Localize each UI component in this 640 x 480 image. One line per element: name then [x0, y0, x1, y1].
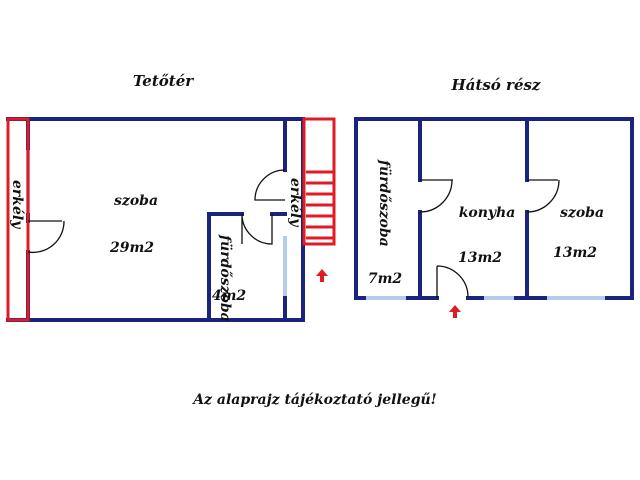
- back-entrance-door: [436, 265, 469, 298]
- attic-bath-door: [241, 213, 273, 245]
- kitchen-name: konyha: [459, 205, 516, 221]
- balcony-left-label: erkély: [9, 180, 25, 229]
- attic-bath-area: 4m2: [212, 288, 247, 304]
- back-room-name: szoba: [560, 205, 604, 221]
- staircase: [306, 170, 334, 240]
- back-bath-area: 7m2: [368, 271, 403, 287]
- kitchen-area: 13m2: [458, 250, 502, 266]
- attic-bath-name: fürdőszoba: [217, 234, 233, 322]
- back-room-door: [526, 179, 560, 213]
- attic-right-balcony-door: [254, 169, 286, 201]
- back-bath-door: [419, 179, 453, 213]
- attic-room-name: szoba: [114, 193, 158, 209]
- up-arrow-icon: [316, 269, 328, 282]
- attic-plan: szoba 29m2 fürdőszoba 4m2 erkély erkély: [6, 117, 336, 322]
- back-section-title: Hátsó rész: [451, 76, 541, 94]
- back-room-area: 13m2: [553, 245, 597, 261]
- back-bath-name: fürdőszoba: [376, 159, 392, 247]
- back-plan: fürdőszoba 7m2 konyha 13m2 szoba 13m2: [354, 117, 634, 318]
- balcony-left: [6, 117, 30, 322]
- attic-balcony-door: [27, 220, 65, 254]
- attic-room-area: 29m2: [109, 240, 154, 256]
- attic-title: Tetőtér: [133, 72, 194, 90]
- disclaimer-note: Az alaprajz tájékoztató jellegű!: [191, 392, 437, 408]
- up-arrow-icon: [449, 305, 461, 318]
- balcony-right-label: erkély: [287, 178, 303, 227]
